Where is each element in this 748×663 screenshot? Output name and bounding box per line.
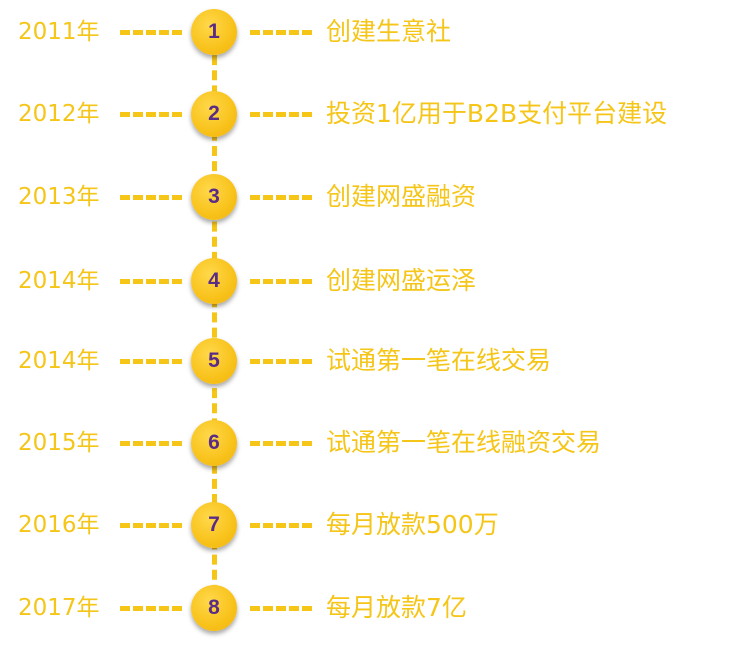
event-label: 创建网盛融资 [326,182,477,211]
timeline-row-7: 2016年 7 每月放款500万 [0,500,748,550]
step-number-circle: 7 [191,502,237,548]
step-number-circle: 3 [191,174,237,220]
event-label: 创建生意社 [326,17,452,46]
right-connector-dash [250,195,312,200]
left-connector-dash [120,30,182,35]
left-connector-dash [120,441,182,446]
left-connector-dash [120,606,182,611]
event-label: 创建网盛运泽 [326,266,477,295]
left-connector-dash [120,279,182,284]
timeline-row-2: 2012年 2 投资1亿用于B2B支付平台建设 [0,89,748,139]
event-label: 投资1亿用于B2B支付平台建设 [326,99,668,128]
event-label: 试通第一笔在线融资交易 [326,428,602,457]
left-connector-dash [120,112,182,117]
year-label: 2013年 [18,184,100,210]
step-number-circle: 8 [191,585,237,631]
year-label: 2016年 [18,512,100,538]
timeline-row-1: 2011年 1 创建生意社 [0,7,748,57]
right-connector-dash [250,523,312,528]
left-connector-dash [120,195,182,200]
step-number-circle: 6 [191,420,237,466]
event-label: 每月放款500万 [326,510,499,539]
year-label: 2015年 [18,430,100,456]
year-label: 2017年 [18,595,100,621]
year-label: 2014年 [18,348,100,374]
timeline-vertical-connector [212,40,217,610]
right-connector-dash [250,112,312,117]
right-connector-dash [250,606,312,611]
year-label: 2014年 [18,268,100,294]
left-connector-dash [120,523,182,528]
timeline-row-5: 2014年 5 试通第一笔在线交易 [0,336,748,386]
step-number-circle: 1 [191,9,237,55]
year-label: 2011年 [18,19,100,45]
event-label: 每月放款7亿 [326,593,467,622]
step-number-circle: 4 [191,258,237,304]
timeline-row-6: 2015年 6 试通第一笔在线融资交易 [0,418,748,468]
year-label: 2012年 [18,101,100,127]
step-number-circle: 2 [191,91,237,137]
timeline-row-3: 2013年 3 创建网盛融资 [0,172,748,222]
right-connector-dash [250,30,312,35]
left-connector-dash [120,359,182,364]
event-label: 试通第一笔在线交易 [326,346,552,375]
step-number-circle: 5 [191,338,237,384]
right-connector-dash [250,441,312,446]
right-connector-dash [250,279,312,284]
right-connector-dash [250,359,312,364]
timeline-row-8: 2017年 8 每月放款7亿 [0,583,748,633]
timeline-row-4: 2014年 4 创建网盛运泽 [0,256,748,306]
